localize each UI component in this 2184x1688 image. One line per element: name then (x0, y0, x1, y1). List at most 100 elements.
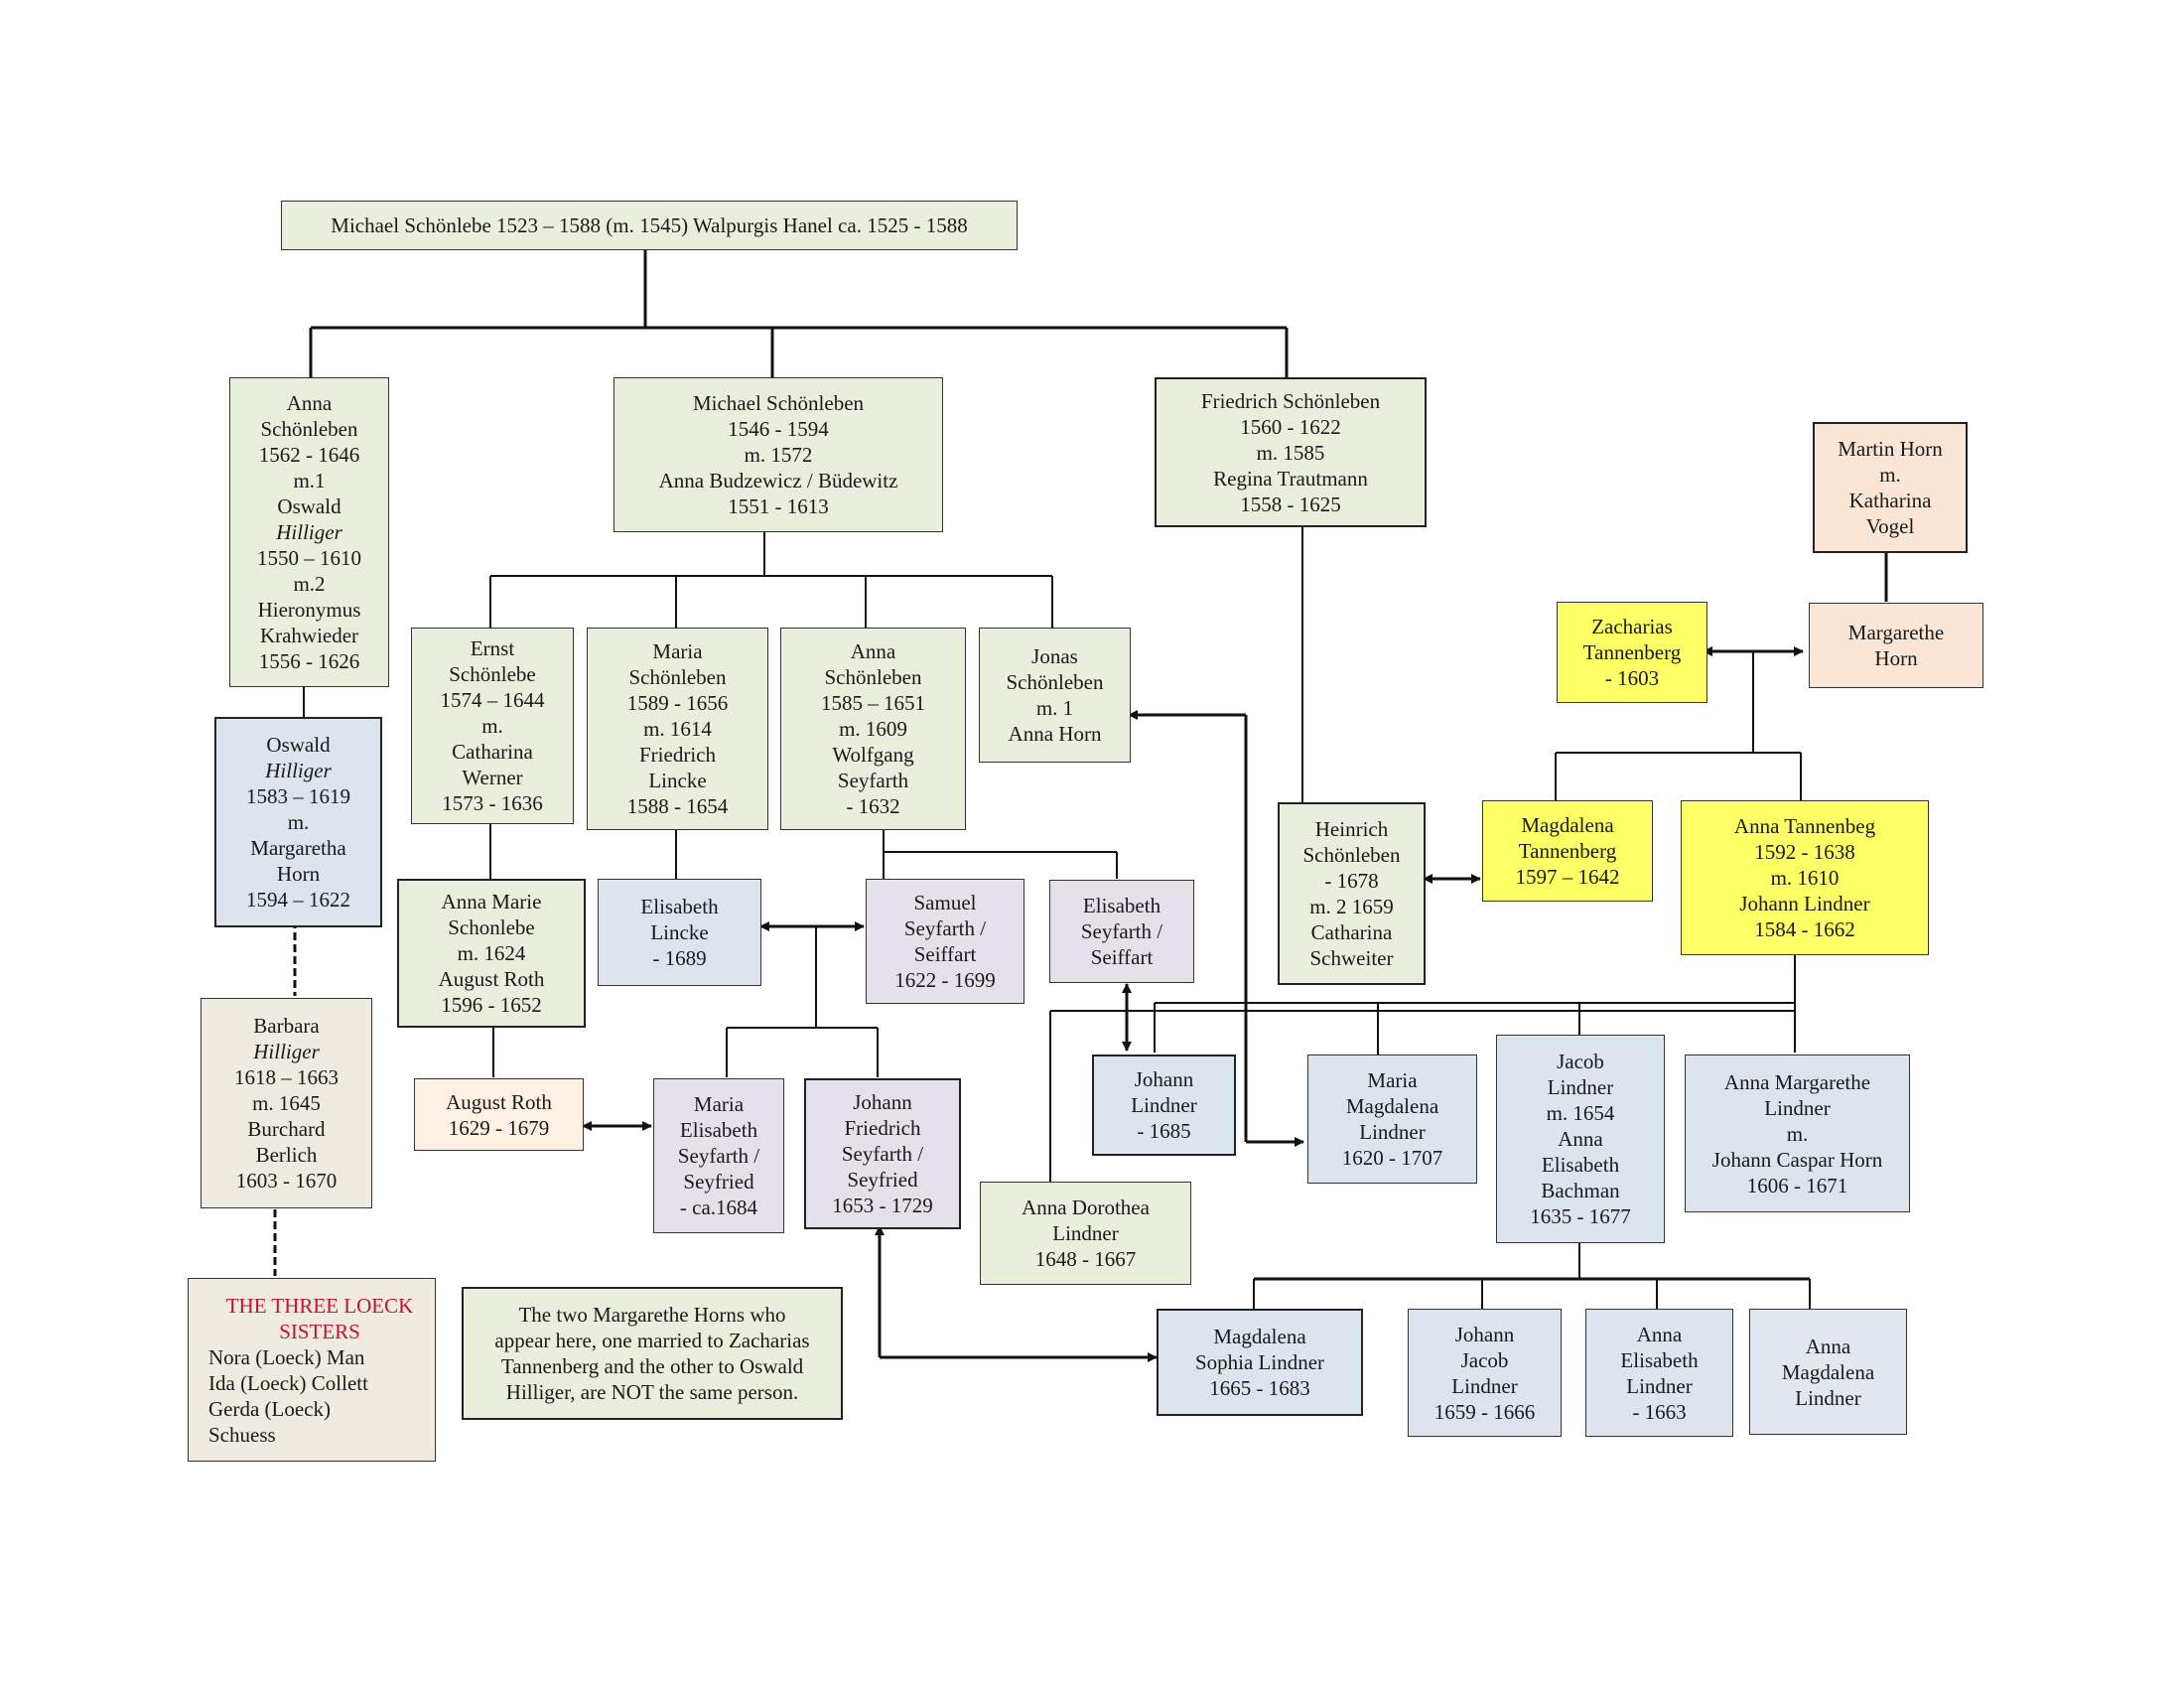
note-line: Tannenberg and the other to Oswald (500, 1354, 804, 1378)
text-line: Anna Marie (441, 890, 542, 914)
person-margarethe-horn: Margarethe Horn (1809, 603, 1983, 688)
text-line: Oswald (266, 733, 331, 757)
text-line: 1597 – 1642 (1515, 865, 1620, 889)
text-line: 1546 - 1594 (728, 417, 829, 441)
text-line: Lindner (1451, 1373, 1518, 1398)
text-line: 1592 - 1638 (1754, 840, 1855, 864)
text-line: m. (287, 810, 310, 834)
text-line: 1556 - 1626 (258, 649, 360, 673)
text-line: Seyfarth (837, 769, 909, 792)
text-line: m. 1624 (457, 941, 526, 965)
person-anna-tannenbeg: Anna Tannenbeg 1592 - 1638 m. 1610 Johan… (1681, 800, 1929, 955)
text-line: m. 1645 (252, 1091, 321, 1115)
text-line: Johann (853, 1090, 912, 1114)
text-line: Lindner (1547, 1075, 1614, 1099)
text-line: Lindner (1131, 1093, 1197, 1117)
person-friedrich-schoenleben: Friedrich Schönleben 1560 - 1622 m. 1585… (1155, 377, 1427, 527)
person-oswald-hilliger: Oswald Hilliger 1583 – 1619 m. Margareth… (214, 717, 382, 927)
text-line: - ca.1684 (679, 1196, 758, 1219)
text-line: Johann (1134, 1067, 1194, 1091)
text-line: m. 1585 (1256, 440, 1325, 465)
text-line: Anna (1805, 1334, 1851, 1358)
text-line: Seyfarth / (841, 1142, 924, 1166)
loeck-sisters-box: THE THREE LOECK SISTERS Nora (Loeck) Man… (188, 1278, 436, 1462)
text-line: 1659 - 1666 (1433, 1399, 1536, 1424)
person-martin-horn: Martin Horn m. Katharina Vogel (1813, 422, 1968, 553)
text-line: 1603 - 1670 (235, 1169, 338, 1193)
text-line: Schönleben (1302, 843, 1401, 867)
text-line: m. (1786, 1121, 1809, 1146)
text-line: August Roth (438, 967, 545, 991)
text-line: Maria (1367, 1068, 1418, 1092)
note-line: appear here, one married to Zacharias (494, 1329, 810, 1352)
text-line: Schweiter (1309, 946, 1394, 970)
text-line: 1594 – 1622 (246, 888, 350, 912)
person-anna-elisabeth-lindner: Anna Elisabeth Lindner - 1663 (1585, 1309, 1733, 1437)
text-line: m.2 (293, 572, 326, 596)
text-line: 1560 - 1622 (1240, 414, 1341, 439)
text-line: Margaretha (250, 836, 346, 860)
text-line: Horn (1874, 646, 1918, 670)
text-line: m. (481, 714, 503, 738)
text-line: Bachman (1541, 1179, 1620, 1202)
note-box: The two Margarethe Horns who appear here… (462, 1287, 843, 1420)
text-line: Hilliger (276, 520, 342, 544)
text-line: Schönleben (824, 665, 922, 689)
text-line: Magdalena (1781, 1359, 1875, 1384)
loeck-title-line-2: SISTERS (279, 1319, 360, 1343)
text-line: August Roth (446, 1089, 552, 1114)
text-line: Jonas (1031, 644, 1078, 668)
text-line: Schonlebe (448, 915, 535, 939)
text-line: Hilliger (253, 1040, 320, 1063)
text-line: Zacharias (1591, 615, 1673, 638)
person-anna-dorothea-lindner: Anna Dorothea Lindner 1648 - 1667 (980, 1182, 1191, 1285)
text-line: Lindner (1359, 1120, 1426, 1144)
text-line: - 1663 (1632, 1399, 1687, 1424)
text-line: Lincke (648, 769, 707, 792)
text-line: Schönleben (1006, 670, 1104, 694)
person-johann-lindner: Johann Lindner - 1685 (1092, 1055, 1236, 1156)
text-line: Seyfarth / (677, 1144, 760, 1168)
text-line: Friedrich Schönleben (1200, 388, 1381, 413)
person-maria-elisabeth-seyfarth: Maria Elisabeth Seyfarth / Seyfried - ca… (653, 1078, 784, 1233)
text-line: Friedrich (639, 743, 716, 767)
text-line: Anna (1558, 1127, 1603, 1151)
text-line: - 1603 (1604, 666, 1660, 690)
text-line: Catharina (452, 740, 533, 764)
text-line: Elisabeth (679, 1118, 758, 1142)
text-line: Johann Caspar Horn (1711, 1147, 1883, 1172)
text-line: Maria (693, 1092, 745, 1116)
person-jacob-lindner: Jacob Lindner m. 1654 Anna Elisabeth Bac… (1496, 1035, 1665, 1243)
text-line: 1583 – 1619 (246, 784, 350, 808)
text-line: Lindner (1626, 1373, 1693, 1398)
text-line: Schönlebe (449, 662, 536, 686)
text-line: Seyfried (683, 1170, 754, 1194)
person-barbara-hilliger: Barbara Hilliger 1618 – 1663 m. 1645 Bur… (201, 998, 372, 1208)
text-line: - 1689 (652, 946, 707, 970)
text-line: Horn (276, 862, 321, 886)
text-line: Magdalena (1521, 813, 1614, 837)
text-line: Elisabeth (640, 895, 719, 918)
text-line: Lindner (1795, 1385, 1861, 1410)
person-anna-schoenleben: Anna Schönleben 1562 - 1646 m.1 Oswald H… (229, 377, 389, 687)
text-line: Seyfarth / (903, 916, 987, 940)
text-line: 1584 - 1662 (1754, 917, 1855, 941)
text-line: 1622 - 1699 (894, 968, 996, 992)
person-magdalena-tannenberg: Magdalena Tannenberg 1597 – 1642 (1482, 800, 1653, 902)
text-line: 1606 - 1671 (1746, 1173, 1848, 1197)
person-anna-schoenleben-wolfgang: Anna Schönleben 1585 – 1651 m. 1609 Wolf… (780, 628, 966, 830)
text-line: Magdalena (1213, 1325, 1306, 1348)
text-line: Seyfarth / (1080, 919, 1163, 943)
person-heinrich-schoenleben: Heinrich Schönleben - 1678 m. 2 1659 Cat… (1278, 802, 1426, 985)
root-couple-box: Michael Schönlebe 1523 – 1588 (m. 1545) … (281, 201, 1018, 250)
text-line: Regina Trautmann (1213, 466, 1368, 491)
text-line: Samuel (913, 891, 977, 914)
text-line: Werner (462, 766, 523, 789)
text-line: Schönleben (260, 417, 358, 441)
text-line: Elisabeth (1082, 894, 1161, 917)
text-line: m. 1609 (839, 717, 907, 741)
person-august-roth: August Roth 1629 - 1679 (414, 1078, 584, 1151)
text-line: m. 1610 (1770, 866, 1840, 890)
text-line: Anna Dorothea (1022, 1196, 1150, 1219)
text-line: 1648 - 1667 (1034, 1247, 1137, 1271)
